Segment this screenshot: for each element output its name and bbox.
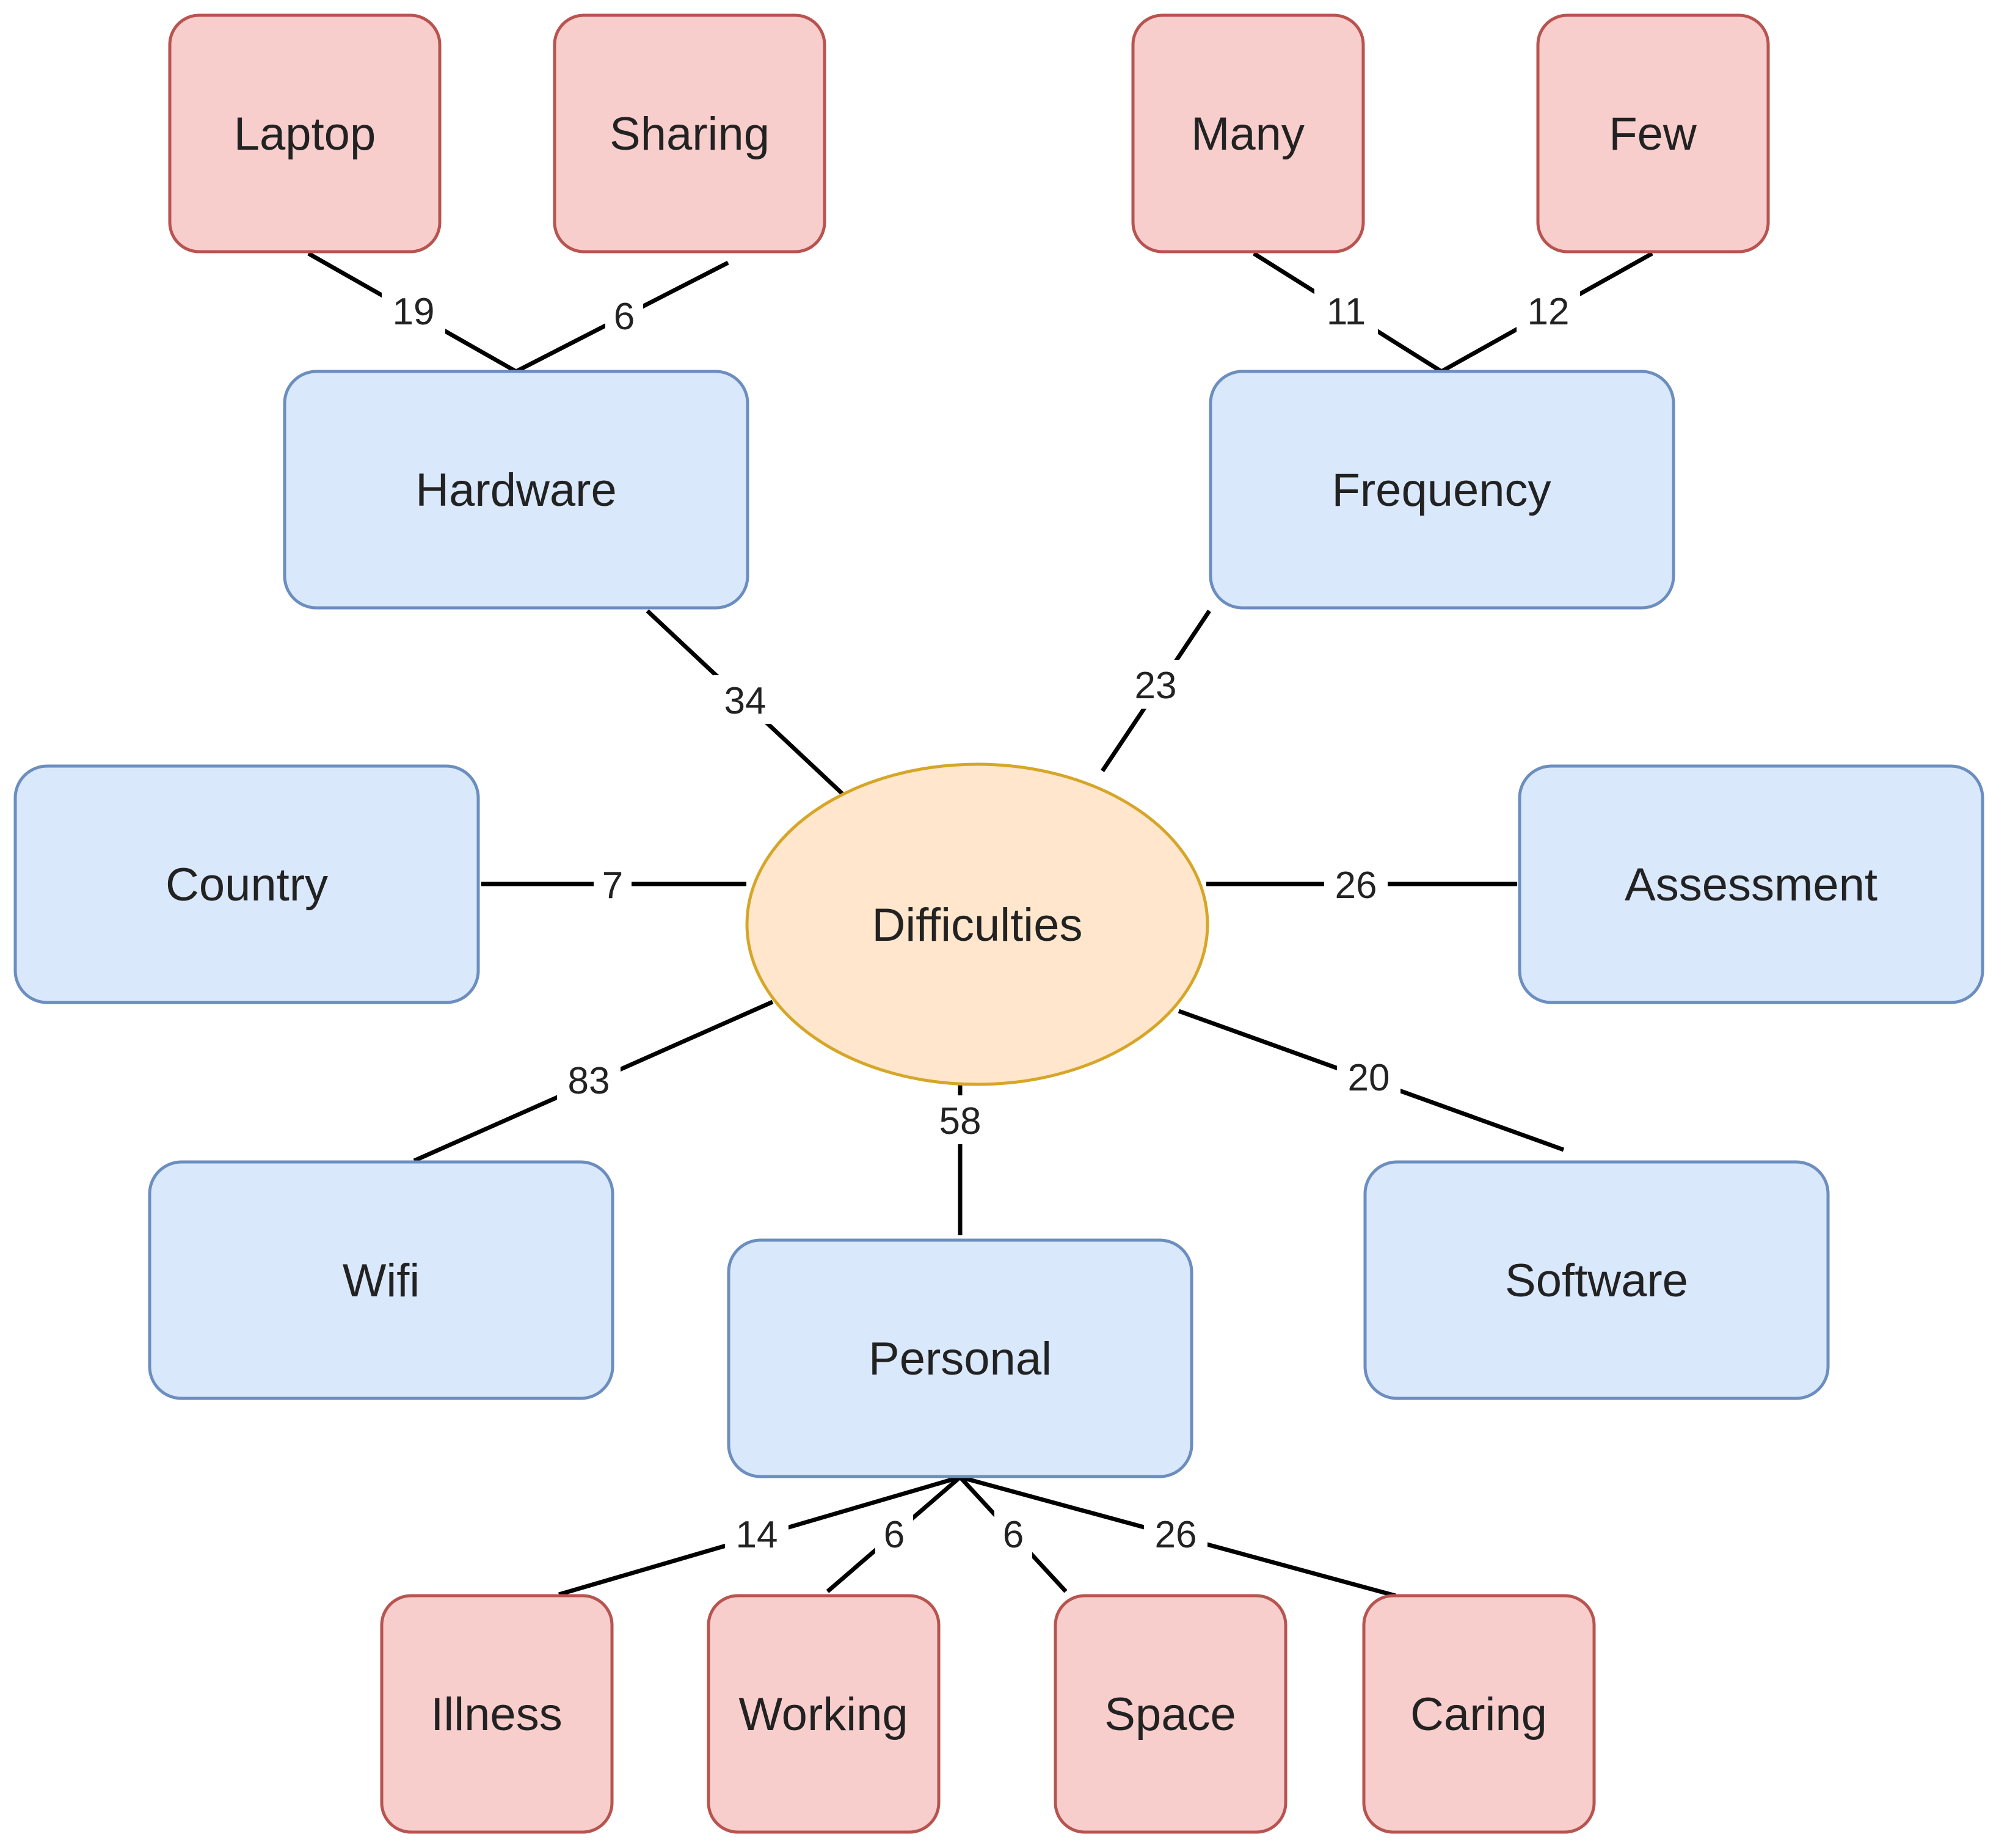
node-laptop-shape	[168, 13, 442, 254]
edge-label-personal-space: 6	[1003, 1514, 1024, 1556]
node-many-label: Many	[1191, 108, 1305, 160]
node-difficulties-label: Difficulties	[872, 899, 1083, 951]
node-illness-label: Illness	[431, 1689, 562, 1740]
node-working: Working	[707, 1594, 941, 1834]
edge-label-difficulties-personal: 58	[939, 1100, 982, 1142]
node-sharing-shape	[553, 13, 826, 254]
node-country-label: Country	[166, 859, 328, 911]
node-caring: Caring	[1362, 1594, 1596, 1834]
node-laptop: Laptop	[168, 13, 442, 254]
node-space-label: Space	[1104, 1689, 1236, 1740]
node-few-label: Few	[1609, 108, 1697, 160]
node-hardware: Hardware	[283, 370, 749, 610]
node-illness-shape	[380, 1594, 614, 1834]
node-assessment-shape	[1518, 764, 1984, 1004]
edge-label-personal-caring: 26	[1155, 1514, 1197, 1556]
node-personal-label: Personal	[869, 1333, 1052, 1385]
node-sharing-label: Sharing	[610, 108, 770, 160]
node-country-shape	[13, 764, 480, 1004]
edge-label-difficulties-frequency: 23	[1135, 665, 1177, 707]
edge-label-frequency-many: 11	[1327, 291, 1366, 333]
node-software: Software	[1363, 1160, 1830, 1400]
node-few-shape	[1536, 13, 1770, 254]
node-difficulties: Difficulties	[745, 762, 1209, 1086]
node-working-shape	[707, 1594, 941, 1834]
node-frequency: Frequency	[1209, 370, 1675, 610]
node-assessment: Assessment	[1518, 764, 1984, 1004]
node-caring-shape	[1362, 1594, 1596, 1834]
node-caring-label: Caring	[1410, 1689, 1547, 1740]
edge-label-frequency-few: 12	[1528, 291, 1570, 333]
edge-label-difficulties-wifi: 83	[568, 1060, 610, 1102]
node-space: Space	[1054, 1594, 1288, 1834]
node-hardware-label: Hardware	[415, 464, 616, 516]
edge-label-difficulties-hardware: 34	[724, 680, 767, 722]
edge-label-personal-illness: 14	[736, 1514, 778, 1556]
edge-label-hardware-laptop: 19	[393, 291, 435, 333]
node-wifi-shape	[148, 1160, 614, 1400]
edge-labels: 34 23 7 26 83 58 20 19 6 11 12 14 6 6 26	[382, 286, 1580, 1558]
node-wifi: Wifi	[148, 1160, 614, 1400]
node-country: Country	[13, 764, 480, 1004]
edge-label-difficulties-country: 7	[602, 864, 623, 907]
edge-label-personal-working: 6	[884, 1514, 905, 1556]
node-hardware-shape	[283, 370, 749, 610]
node-many-shape	[1131, 13, 1365, 254]
node-few: Few	[1536, 13, 1770, 254]
node-personal-shape	[727, 1238, 1193, 1478]
node-frequency-shape	[1209, 370, 1675, 610]
node-difficulties-shape	[745, 762, 1209, 1086]
node-illness: Illness	[380, 1594, 614, 1834]
node-laptop-label: Laptop	[234, 108, 376, 160]
edge-label-difficulties-assessment: 26	[1335, 864, 1377, 907]
node-many: Many	[1131, 13, 1365, 254]
edge-label-hardware-sharing: 6	[614, 296, 635, 338]
node-space-shape	[1054, 1594, 1288, 1834]
node-frequency-label: Frequency	[1331, 464, 1551, 516]
node-working-label: Working	[738, 1689, 908, 1740]
node-software-shape	[1363, 1160, 1830, 1400]
node-sharing: Sharing	[553, 13, 826, 254]
edge-label-difficulties-software: 20	[1348, 1057, 1390, 1099]
node-personal: Personal	[727, 1238, 1193, 1478]
node-assessment-label: Assessment	[1625, 859, 1878, 911]
node-software-label: Software	[1505, 1255, 1688, 1307]
node-wifi-label: Wifi	[343, 1255, 420, 1307]
